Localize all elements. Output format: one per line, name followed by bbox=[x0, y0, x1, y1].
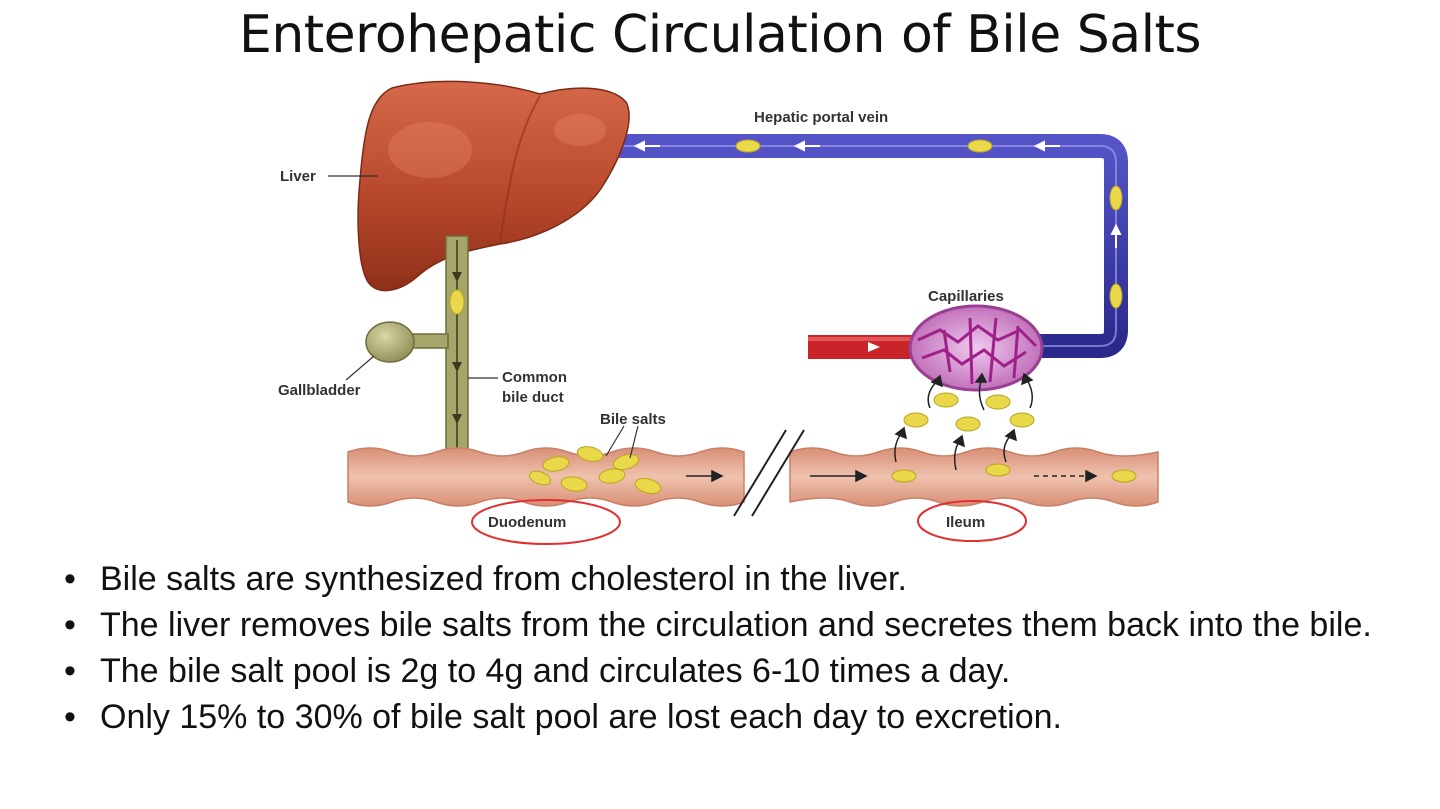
duodenum-highlight-circle bbox=[471, 499, 621, 545]
absorption-arrows bbox=[894, 372, 1034, 471]
label-common-bile-duct-line1: Common bbox=[502, 369, 567, 386]
enterohepatic-diagram: Liver Hepatic portal vein Capillaries Ga… bbox=[278, 80, 1159, 545]
bile-salts-in-vein bbox=[735, 139, 1123, 309]
small-intestine bbox=[347, 429, 1159, 517]
label-duodenum: Duodenum bbox=[488, 514, 566, 531]
slide-title: Enterohepatic Circulation of Bile Salts bbox=[238, 5, 1202, 65]
label-hepatic-portal-vein: Hepatic portal vein bbox=[754, 109, 888, 126]
ileum-highlight-circle bbox=[917, 500, 1027, 542]
gallbladder bbox=[365, 321, 449, 363]
label-capillaries: Capillaries bbox=[928, 288, 1004, 305]
bullet-item: Only 15% to 30% of bile salt pool are lo… bbox=[60, 694, 1430, 740]
label-bile-salts: Bile salts bbox=[600, 411, 666, 428]
label-liver: Liver bbox=[280, 168, 316, 185]
bile-salts-ileum bbox=[891, 392, 1137, 483]
hepatic-portal-vein bbox=[612, 134, 1128, 358]
bullet-item: Bile salts are synthesized from choleste… bbox=[60, 556, 1430, 602]
bullet-item: The liver removes bile salts from the ci… bbox=[60, 602, 1430, 648]
bile-salts-duodenum bbox=[528, 446, 662, 495]
artery bbox=[808, 335, 918, 359]
label-ileum: Ileum bbox=[946, 514, 985, 531]
label-gallbladder: Gallbladder bbox=[278, 382, 361, 399]
vein-flow-arrows bbox=[633, 140, 1122, 248]
common-bile-duct bbox=[445, 235, 504, 479]
label-common-bile-duct-line2: bile duct bbox=[502, 389, 564, 406]
capillary-bed bbox=[908, 304, 1044, 392]
bullet-item: The bile salt pool is 2g to 4g and circu… bbox=[60, 648, 1430, 694]
bullet-list: Bile salts are synthesized from choleste… bbox=[60, 556, 1430, 740]
liver bbox=[357, 80, 630, 292]
